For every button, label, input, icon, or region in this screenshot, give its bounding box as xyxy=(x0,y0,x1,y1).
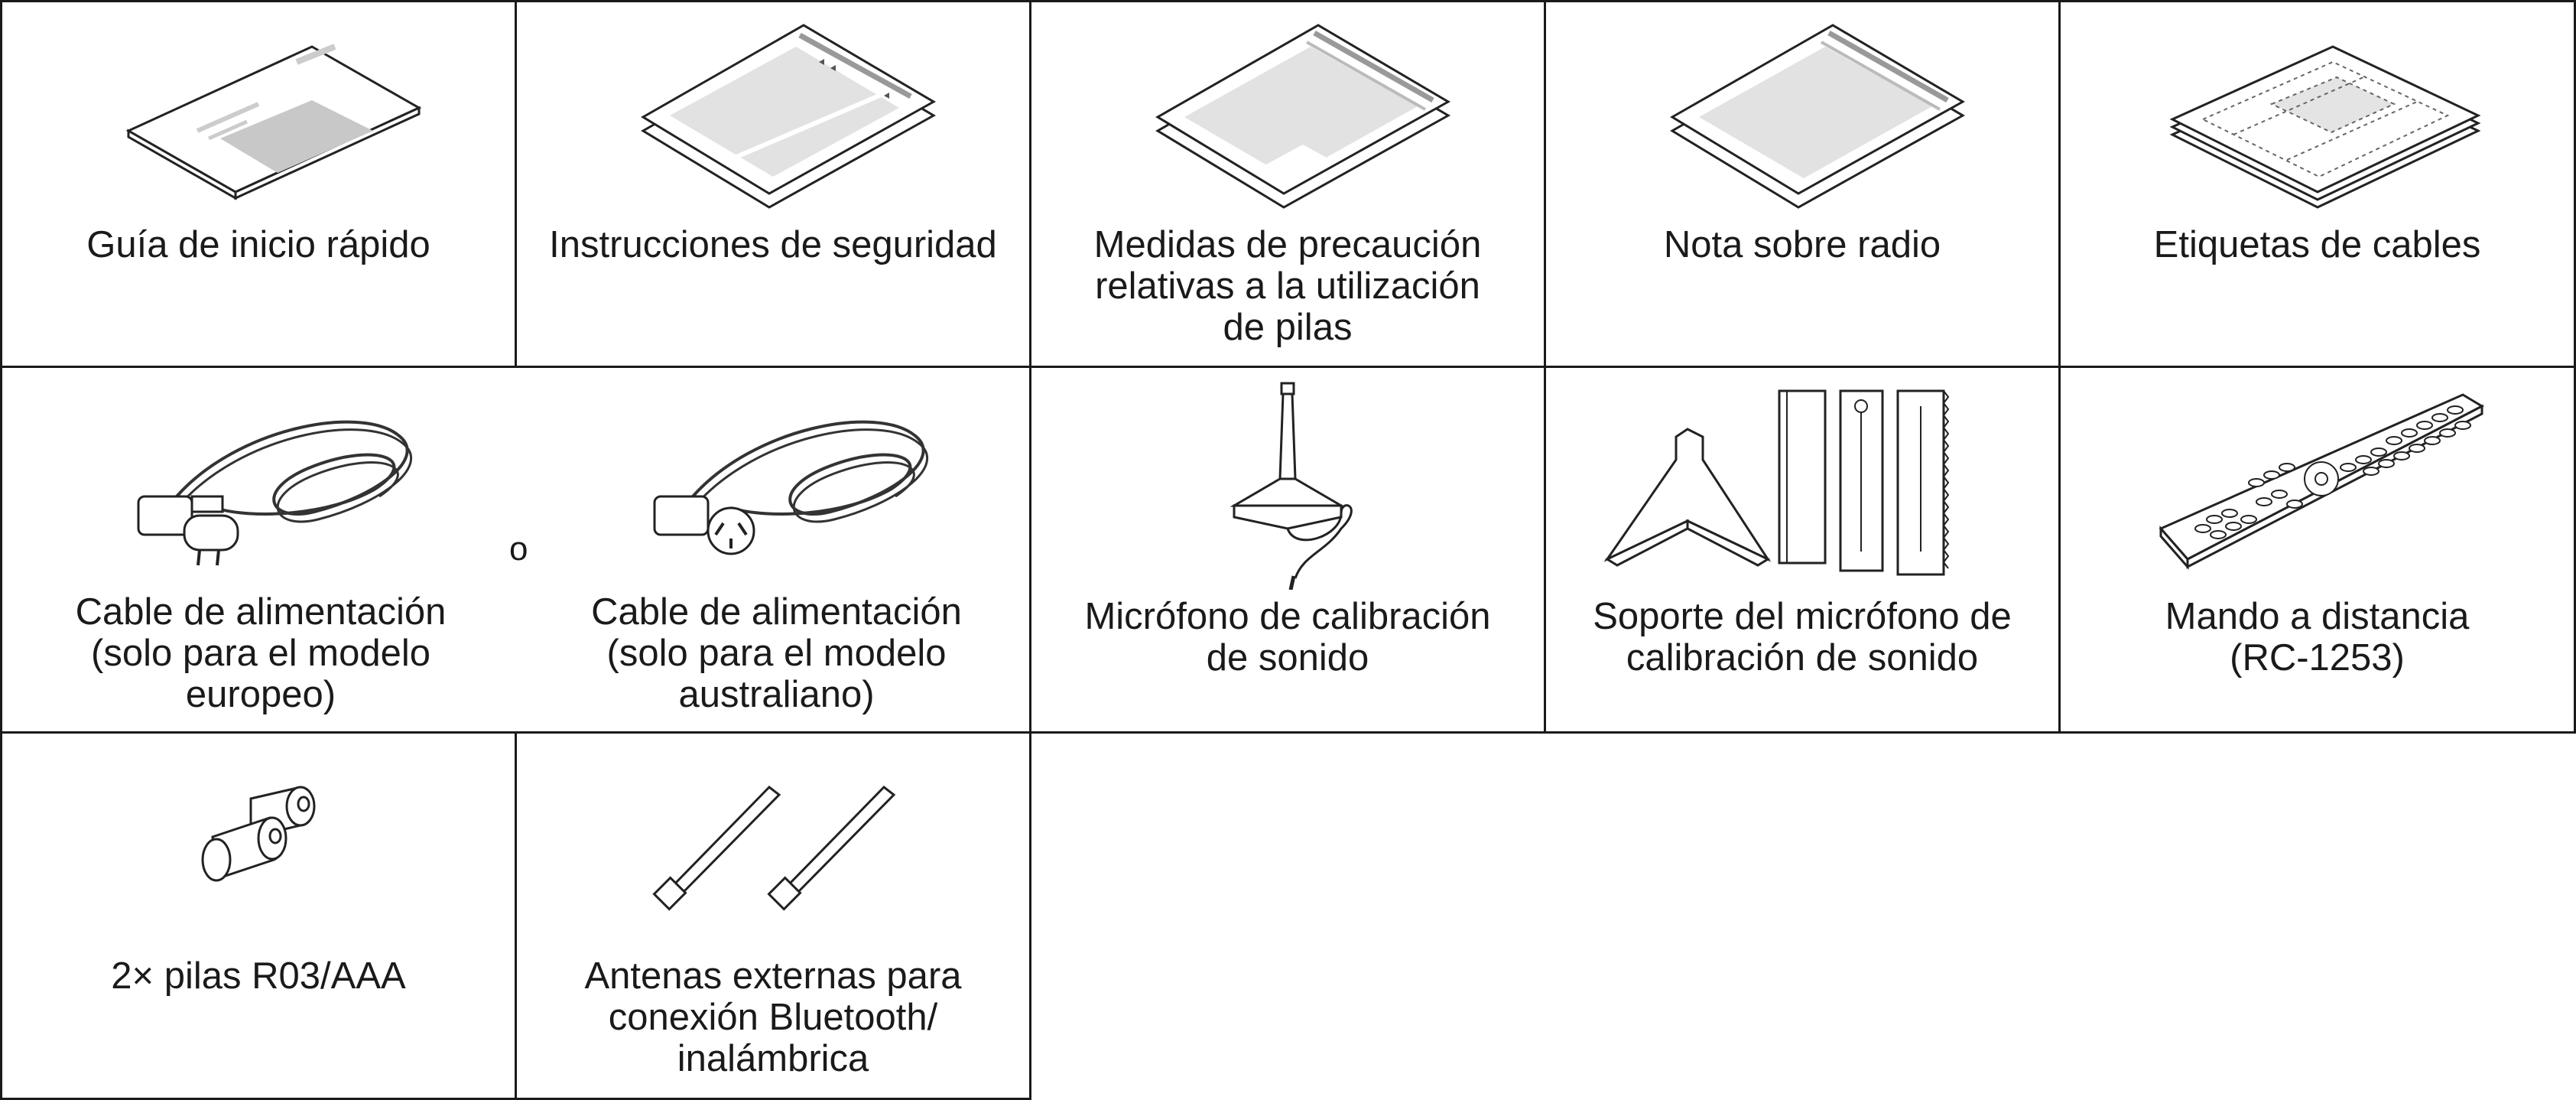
item-caption: Etiquetas de cables xyxy=(2153,224,2481,265)
item-caption: Micrófono de calibración de sonido xyxy=(1084,596,1491,679)
item-caption: Nota sobre radio xyxy=(1663,224,1941,265)
folded-sheet-icon xyxy=(517,16,1029,223)
item-batteries: 2× pilas R03/AAA xyxy=(0,731,517,1100)
antennas-icon xyxy=(517,779,1029,986)
item-cable-labels: Etiquetas de cables xyxy=(2058,0,2576,368)
item-battery-precautions: Medidas de precaución relativas a la uti… xyxy=(1029,0,1546,368)
item-remote-control: Mando a distancia (RC-1253) xyxy=(2058,366,2576,734)
item-caption: Mando a distancia (RC-1253) xyxy=(2165,596,2470,679)
item-safety-instructions: Instrucciones de seguridad xyxy=(515,0,1031,368)
microphone-icon xyxy=(1031,376,1544,590)
power-cord-au-icon xyxy=(519,382,1034,588)
item-caption: Antenas externas para conexión Bluetooth… xyxy=(584,955,962,1079)
power-cord-eu: Cable de alimentación (solo para el mode… xyxy=(2,368,519,736)
item-caption: Cable de alimentación (solo para el mode… xyxy=(75,591,447,715)
item-antennas: Antenas externas para conexión Bluetooth… xyxy=(515,731,1031,1100)
booklet-icon xyxy=(2,16,515,223)
item-caption: Instrucciones de seguridad xyxy=(549,224,997,265)
folded-sheet-icon xyxy=(1031,16,1544,223)
item-caption: Guía de inicio rápido xyxy=(86,224,430,265)
item-radio-note: Nota sobre radio xyxy=(1544,0,2061,368)
item-power-cords: Cable de alimentación (solo para el mode… xyxy=(0,366,1031,734)
power-cord-au: Cable de alimentación (solo para el mode… xyxy=(519,368,1034,736)
item-caption: Medidas de precaución relativas a la uti… xyxy=(1093,224,1482,348)
label-sheet-icon xyxy=(2061,16,2574,223)
or-separator: o xyxy=(509,530,528,568)
item-microphone: Micrófono de calibración de sonido xyxy=(1029,366,1546,734)
item-mic-stand: Soporte del micrófono de calibración de … xyxy=(1544,366,2061,734)
remote-control-icon xyxy=(2061,376,2574,582)
item-quick-start: Guía de inicio rápido xyxy=(0,0,517,368)
folded-sheet-icon xyxy=(1546,16,2058,223)
power-cord-eu-icon xyxy=(2,382,519,588)
batteries-icon xyxy=(2,779,515,986)
item-caption: Cable de alimentación (solo para el mode… xyxy=(591,591,962,715)
mic-stand-icon xyxy=(1546,376,2058,582)
item-caption: 2× pilas R03/AAA xyxy=(111,955,406,997)
item-caption: Soporte del micrófono de calibración de … xyxy=(1593,596,2012,679)
